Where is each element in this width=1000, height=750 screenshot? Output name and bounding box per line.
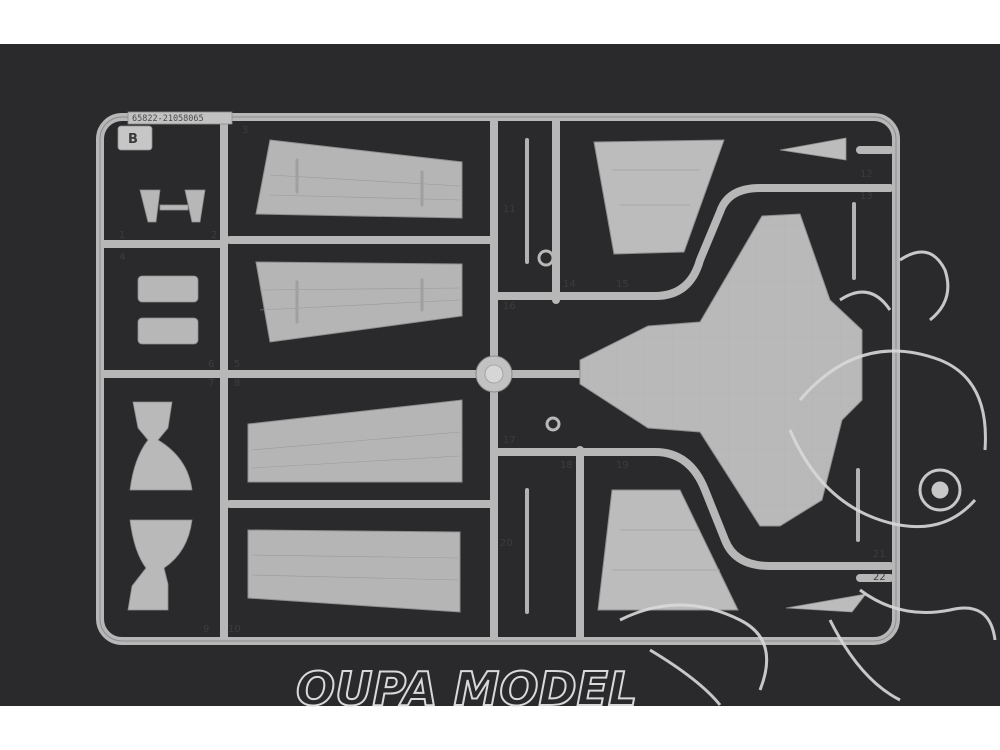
part-number-14: 14	[563, 279, 576, 290]
part-number-16: 16	[503, 301, 516, 312]
part-number-15: 15	[616, 279, 629, 290]
part-number-11: 11	[503, 204, 516, 215]
part-number-18: 18	[560, 460, 573, 471]
sprue-code-label: 65822-21058065	[132, 114, 204, 124]
part-number-21: 21	[873, 549, 886, 560]
part-number-12: 12	[860, 169, 873, 180]
part-number-8: 8	[234, 378, 240, 389]
pylon-parts	[779, 137, 867, 613]
part-number-10: 10	[228, 624, 241, 635]
sprue-letter-tab	[117, 125, 153, 151]
bay-door-parts	[127, 401, 193, 611]
part-number-20: 20	[500, 538, 513, 549]
hub-inner	[484, 364, 504, 384]
fuselage-part	[579, 213, 863, 527]
part-number-4: 4	[119, 252, 125, 263]
part-number-17: 17	[503, 435, 516, 446]
part-number-13: 13	[860, 191, 873, 202]
part-number-9: 9	[203, 624, 209, 635]
wing-panels	[247, 139, 463, 613]
part-number-2: 2	[211, 230, 217, 241]
part-number-7: 7	[208, 378, 214, 389]
sprue-code-tab	[127, 111, 233, 125]
part-number-22: 22	[873, 572, 886, 583]
wing-panel-lines	[251, 174, 461, 581]
watermark-text: OUPA MODEL	[296, 662, 637, 716]
part-number-19: 19	[616, 460, 629, 471]
hedgehog-mascot-icon	[619, 250, 997, 706]
part-number-5: 5	[234, 359, 240, 370]
part-number-6: 6	[208, 359, 214, 370]
ring-part	[537, 249, 555, 267]
sprue-frame-edge	[99, 116, 897, 642]
landing-gear-parts	[137, 189, 206, 345]
ring-part-lower	[545, 416, 561, 432]
part-number-labels: 1 2 3 4 5 6 7 8 9 10 11 12 13 14 15 16 1…	[119, 125, 886, 635]
part-number-3: 3	[242, 125, 248, 136]
part-number-1: 1	[119, 230, 125, 241]
strut-parts	[525, 138, 860, 614]
fin-panel-lines	[612, 169, 720, 571]
tail-fin-parts	[593, 139, 739, 611]
wing-actuators	[295, 158, 424, 324]
sprue-letter: B	[128, 132, 138, 147]
